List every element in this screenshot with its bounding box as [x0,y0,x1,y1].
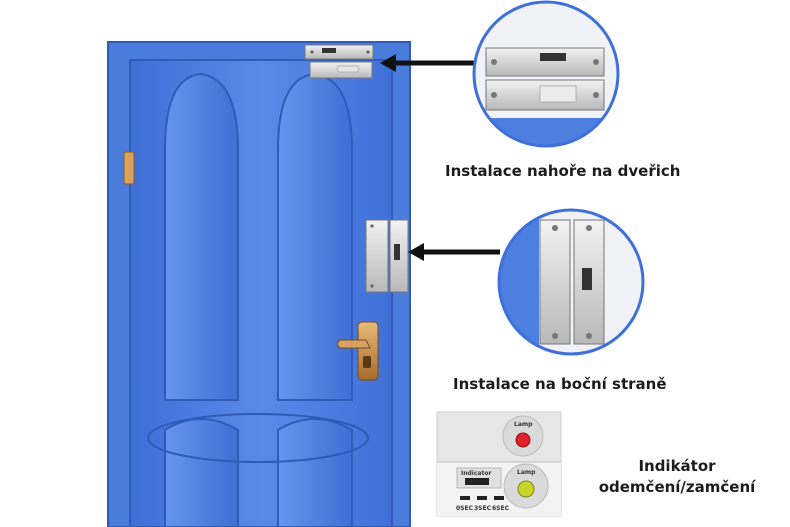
arrow-right-to-left-icon [380,54,480,72]
top-lock-device [304,44,374,79]
lamp-label-top: Lamp [514,421,533,428]
magnifier-circle-side [497,208,645,356]
door-hinge [123,151,135,185]
caption-indicator: Indikátor odemčení/zamčení [597,456,757,498]
door-panel-upper-left [164,72,239,401]
lamp-red-icon [515,432,531,448]
arrow-right-to-left-icon [408,243,500,261]
lamp-green-icon [517,480,535,498]
door-handle [337,321,379,381]
lamp-label-bottom: Lamp [517,469,536,476]
door-panel-lower-left [164,418,239,527]
sec-label-3: 3SEC [474,505,492,512]
caption-indicator-line2: odemčení/zamčení [598,478,756,496]
door-panel-lower-right [277,418,353,527]
caption-side-install: Instalace na boční straně [453,375,667,393]
caption-indicator-line1: Indikátor [638,457,716,475]
magnifier-circle-top [472,0,620,148]
sec-label-0: 0SEC [456,505,474,512]
indicator-panel: Lamp Lamp Indicator 0SEC 3SEC 6SEC [436,411,562,517]
caption-top-install: Instalace nahoře na dveřich [445,162,681,180]
sec-label-6: 6SEC [492,505,510,512]
door-panel-upper-right [277,72,353,401]
side-lock-device [365,219,409,293]
indicator-label: Indicator [461,470,491,477]
